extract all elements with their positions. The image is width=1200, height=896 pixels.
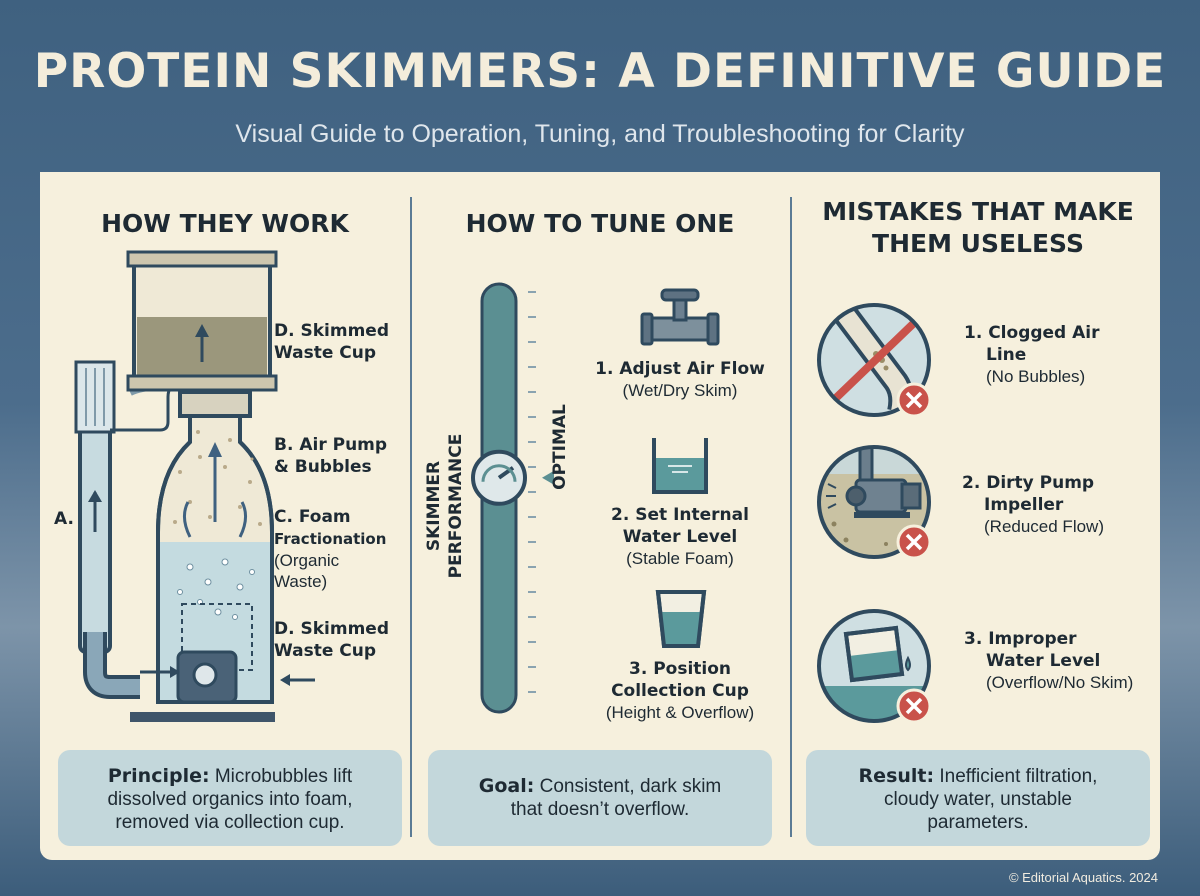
- performance-slider: [471, 282, 554, 714]
- header: PROTEIN SKIMMERS: A DEFINITIVE GUIDE Vis…: [0, 0, 1200, 170]
- axis-label-skimmer-performance: SKIMMER PERFORMANCE: [424, 433, 466, 579]
- water-level-icon: [652, 438, 708, 494]
- improper-level-icon: [817, 609, 932, 724]
- label-a: A.: [54, 509, 74, 529]
- how-they-work-title: HOW THEY WORK: [101, 209, 349, 238]
- step-1-adjust-air-flow: 1. Adjust Air Flow(Wet/Dry Skim): [595, 359, 765, 400]
- principle-box: Principle: Microbubbles lift dissolved o…: [58, 750, 402, 846]
- cup-icon: [655, 590, 707, 648]
- result-box: Result: Inefficient filtration, cloudy w…: [806, 750, 1150, 846]
- column-divider-2: [790, 197, 792, 837]
- skimmer-diagram: [74, 250, 315, 722]
- faucet-icon: [640, 288, 720, 346]
- dirty-pump-icon: [817, 445, 932, 560]
- slider-gauge-arc: [481, 464, 517, 482]
- column-divider-1: [410, 197, 412, 837]
- goal-box: Goal: Consistent, dark skim that doesn’t…: [428, 750, 772, 846]
- label-foam-fractionation: C. Foam Fractionation (Organic Waste): [274, 507, 387, 591]
- how-to-tune-title: HOW TO TUNE ONE: [465, 209, 735, 238]
- optimal-marker: [542, 470, 554, 485]
- page-title: PROTEIN SKIMMERS: A DEFINITIVE GUIDE: [33, 44, 1167, 99]
- page-subtitle: Visual Guide to Operation, Tuning, and T…: [235, 120, 965, 148]
- footer-credit: © Editorial Aquatics. 2024: [1008, 870, 1158, 885]
- optimal-label: OPTIMAL: [550, 404, 570, 490]
- label-air-pump: B. Air Pump& Bubbles: [274, 435, 388, 477]
- clogged-line-icon: [817, 303, 932, 418]
- content-panel: HOW THEY WORK: [40, 172, 1160, 860]
